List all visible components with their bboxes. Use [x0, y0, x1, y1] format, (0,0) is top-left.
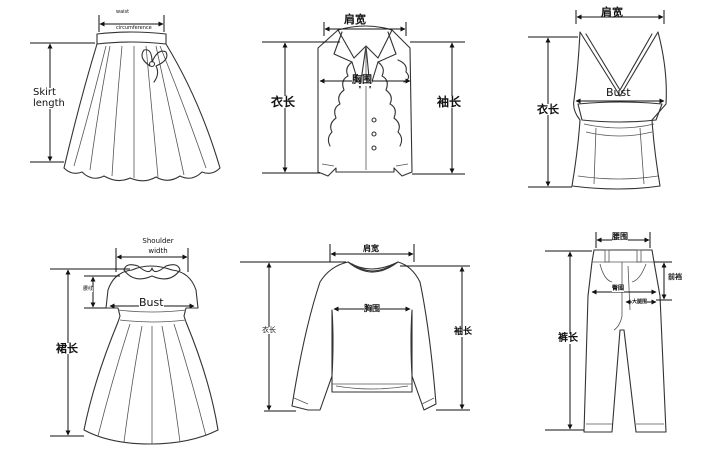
sweater-length-label: 衣长: [262, 326, 276, 334]
skirt-length-label: Skirt length: [33, 87, 75, 109]
pants-rise-dimension: [654, 261, 672, 301]
skirt-waist-dimension: [98, 15, 165, 32]
pants-length-label: 裤长: [558, 333, 578, 344]
sweater-shoulder-label: 肩宽: [363, 244, 379, 253]
sweater-figure: [291, 261, 437, 411]
vest-bust-label: Bust: [606, 86, 631, 99]
skirt-waist-sub-label: circumference: [116, 25, 152, 31]
skirt-figure: [63, 31, 221, 182]
sweater-length-dimension: [240, 261, 346, 412]
pants-figure: [583, 249, 667, 433]
sweater-shoulder-dimension: [329, 244, 415, 262]
vest-length-label: 衣长: [537, 103, 559, 116]
jacket-sleeve-dimension: [410, 41, 465, 175]
pants-thigh-label: 大腿围: [632, 299, 648, 305]
dress-waistline-label: 腰线: [83, 286, 94, 292]
skirt-waist-label: waist: [116, 9, 130, 15]
jacket-length-label: 衣长: [271, 95, 296, 109]
jacket-figure: [317, 25, 413, 177]
jacket-bust-label: 胸围: [352, 75, 372, 86]
sweater-sleeve-label: 袖长: [454, 327, 473, 337]
dress-shoulder-label: Shoulder width: [142, 237, 174, 256]
jacket-shoulder-dimension: [323, 22, 407, 36]
dress-length-label: 裙长: [56, 342, 78, 355]
jacket-shoulder-label: 肩宽: [344, 13, 366, 26]
vest-shoulder-dimension: [575, 10, 665, 24]
vest-shoulder-label: 肩宽: [601, 6, 623, 19]
pants-rise-label: 前裆: [668, 273, 682, 281]
sweater-bust-label: 胸围: [364, 304, 380, 313]
dress-figure: [83, 264, 219, 445]
dress-shoulder-dimension: [115, 248, 189, 272]
dress-waistline-dimension: [84, 275, 120, 309]
pants-hip-label: 臀围: [612, 285, 625, 292]
jacket-sleeve-label: 袖长: [437, 95, 462, 109]
sweater-sleeve-dimension: [400, 265, 470, 411]
vest-figure: [571, 31, 667, 190]
pants-waist-label: 腰围: [612, 232, 628, 241]
dress-bust-label: Bust: [139, 296, 164, 309]
